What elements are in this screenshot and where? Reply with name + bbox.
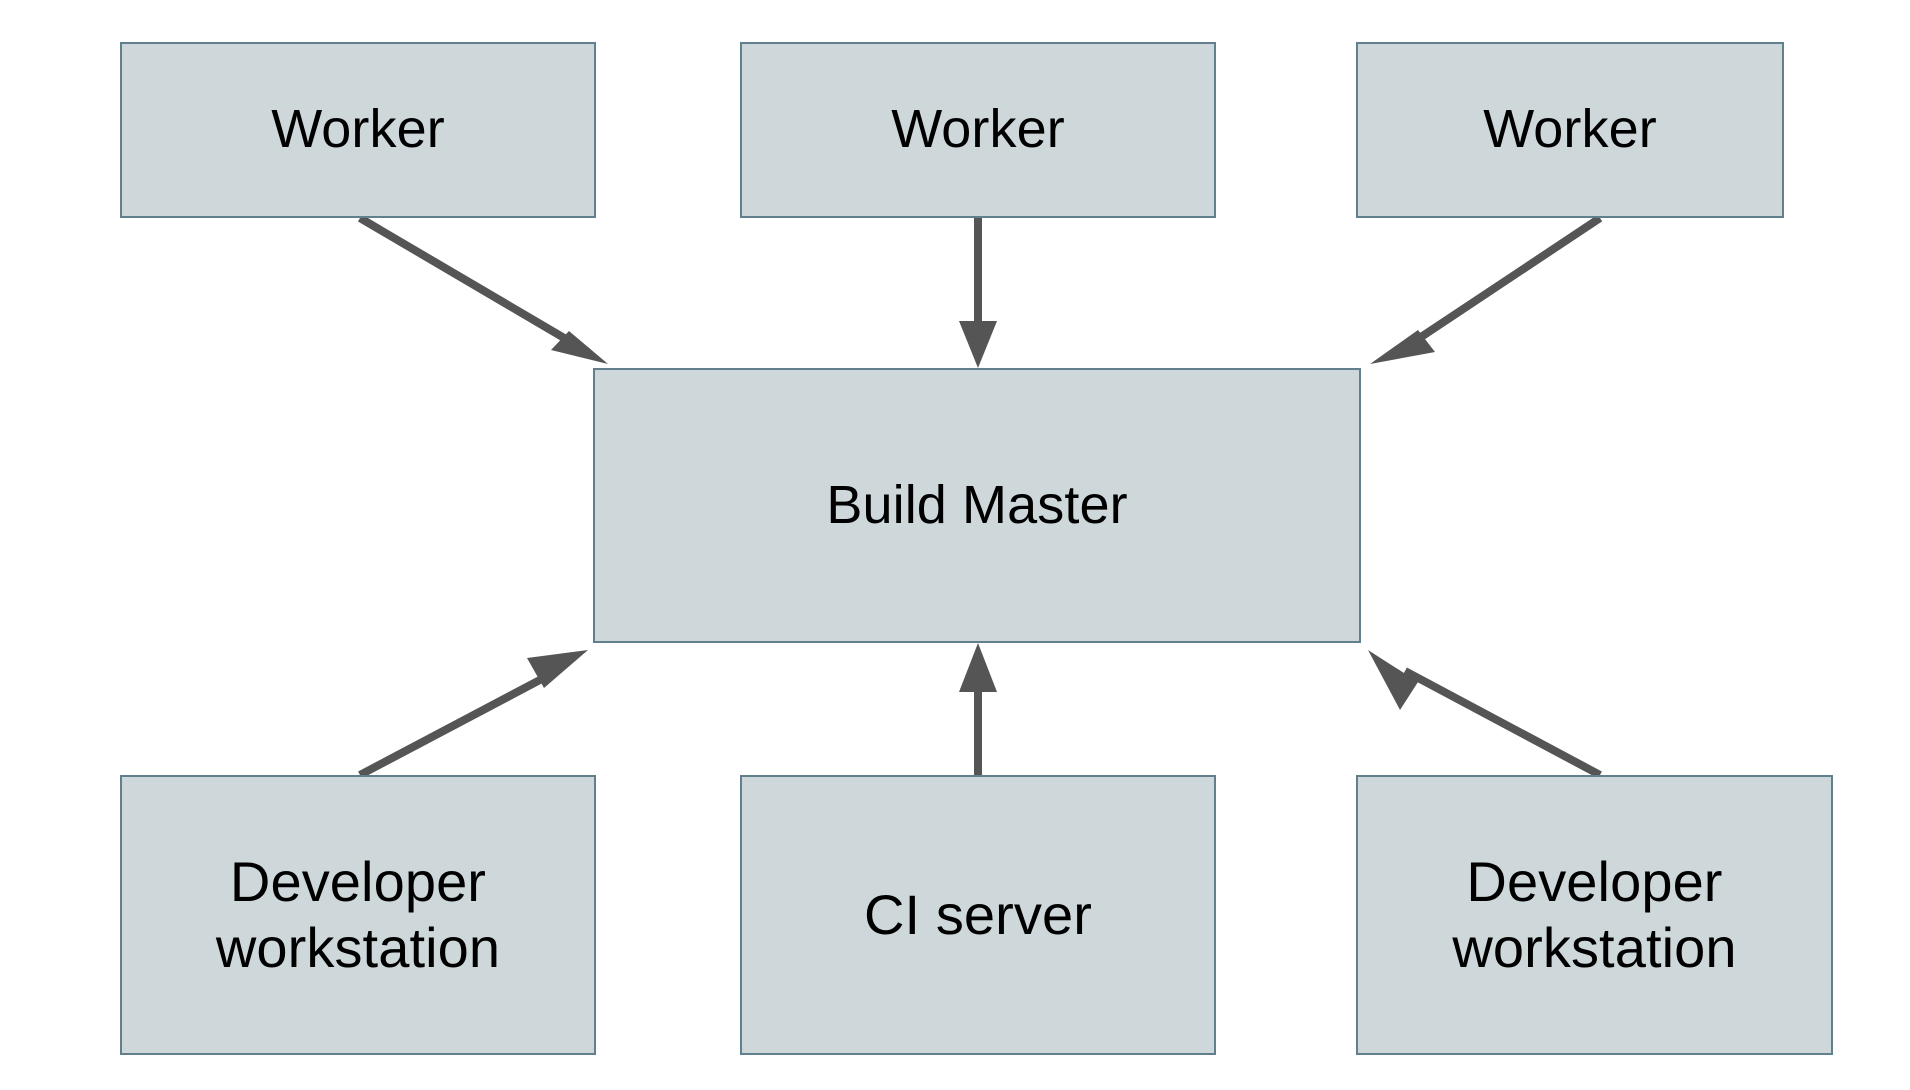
- node-ci-server-label: CI server: [863, 882, 1093, 946]
- node-worker-2[interactable]: Worker: [740, 42, 1216, 218]
- edge-worker-1-to-master: [357, 214, 608, 364]
- node-developer-workstation-left-label: Developer workstation: [215, 849, 501, 979]
- node-developer-workstation-left[interactable]: Developer workstation: [120, 775, 596, 1055]
- node-worker-3-label: Worker: [1483, 99, 1657, 160]
- edge-ci-server-to-master: [959, 643, 997, 775]
- node-worker-3[interactable]: Worker: [1356, 42, 1784, 218]
- node-worker-2-label: Worker: [891, 99, 1065, 160]
- node-build-master-label: Build Master: [826, 474, 1128, 535]
- node-worker-1-label: Worker: [271, 99, 445, 160]
- edge-dev-ws-right-to-master: [1368, 650, 1602, 779]
- edge-worker-2-to-master: [959, 218, 997, 368]
- edge-dev-ws-left-to-master: [358, 650, 588, 779]
- edge-worker-3-to-master: [1370, 214, 1603, 364]
- node-ci-server[interactable]: CI server: [740, 775, 1216, 1055]
- node-developer-workstation-right-label: Developer workstation: [1452, 849, 1737, 979]
- node-worker-1[interactable]: Worker: [120, 42, 596, 218]
- node-developer-workstation-right[interactable]: Developer workstation: [1356, 775, 1833, 1055]
- node-build-master[interactable]: Build Master: [593, 368, 1361, 643]
